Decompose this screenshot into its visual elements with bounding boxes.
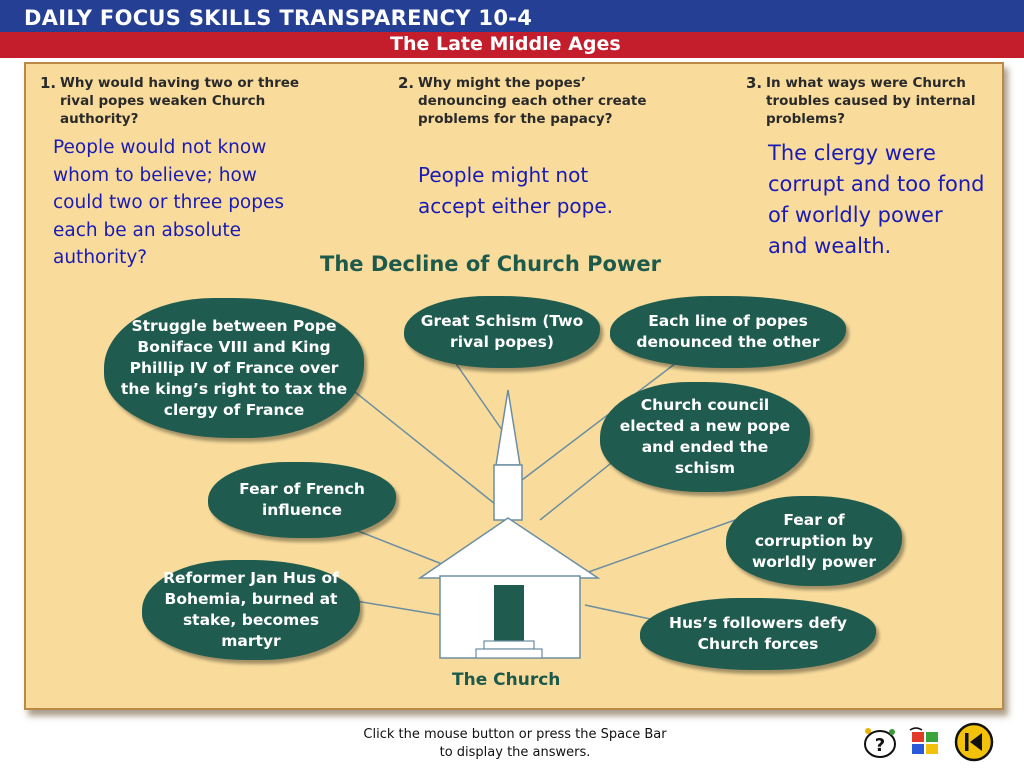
help-icon: ? [864,728,896,758]
bubble-boniface-struggle: Struggle between Pope Boniface VIII and … [104,298,364,438]
church-label: The Church [452,670,561,690]
question-3-number: 3. [746,74,763,92]
answer-1: People would not know whom to believe; h… [53,137,285,268]
question-2-text: Why might the popes’ denouncing each oth… [418,75,647,127]
bubble-great-schism: Great Schism (Two rival popes) [404,296,600,368]
svg-text:?: ? [875,735,885,756]
church-icon [417,389,601,659]
question-2-number: 2. [398,74,415,92]
question-3: 3. In what ways were Church troubles cau… [746,74,996,128]
bubble-fear-corruption: Fear of corruption by worldly power [726,496,902,586]
question-1: 1. Why would having two or three rival p… [40,74,300,128]
menu-icon [909,727,938,754]
previous-slide-icon [954,722,994,762]
bubble-church-council: Church council elected a new pope and en… [600,382,810,492]
answer-2: People might not accept either pope. [418,163,613,218]
bubble-popes-denounced: Each line of popes denounced the other [610,296,846,368]
answer-3: The clergy were corrupt and too fond of … [768,141,985,258]
question-2: 2. Why might the popes’ denouncing each … [398,74,648,128]
footer-instruction: Click the mouse button or press the Spac… [363,727,667,760]
question-3-text: In what ways were Church troubles caused… [766,75,976,127]
menu-button[interactable] [904,722,948,762]
bubble-jan-hus: Reformer Jan Hus of Bohemia, burned at s… [142,560,360,660]
title-banner-top [0,0,1024,32]
question-1-number: 1. [40,74,57,92]
slide-subtitle: The Late Middle Ages [390,33,621,55]
bubble-hus-followers: Hus’s followers defy Church forces [640,598,876,670]
title-banner: DAILY FOCUS SKILLS TRANSPARENCY 10-4 The… [0,0,1024,58]
question-1-text: Why would having two or three rival pope… [60,75,300,127]
diagram-title: The Decline of Church Power [320,252,661,276]
help-button[interactable]: ? [858,722,902,762]
slide-title: DAILY FOCUS SKILLS TRANSPARENCY 10-4 [24,6,533,30]
previous-slide-button[interactable] [952,722,996,762]
bubble-french-influence: Fear of French influence [208,462,396,538]
title-banner-bottom [0,32,1024,58]
